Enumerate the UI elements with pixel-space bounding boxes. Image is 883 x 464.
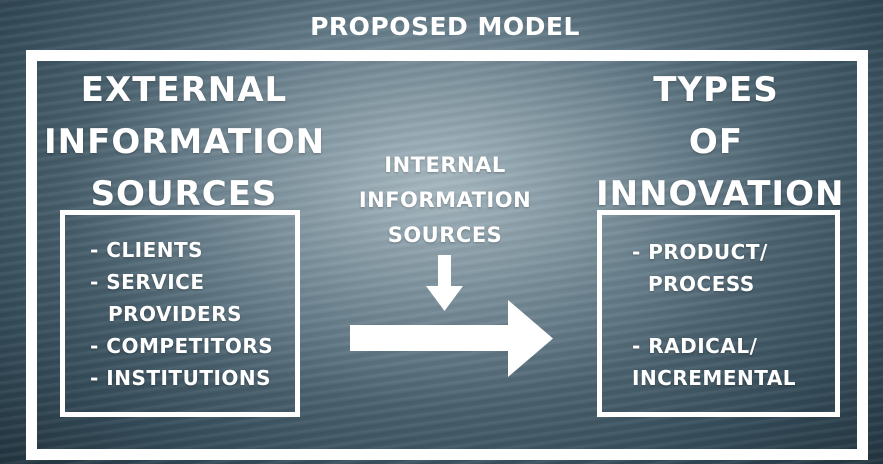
list-item: - INSTITUTIONS — [90, 366, 272, 390]
internal-heading-line: INFORMATION — [358, 188, 532, 212]
model-frame — [26, 50, 868, 460]
external-sources-box — [60, 210, 300, 417]
innovation-types-box — [597, 210, 840, 417]
arrow-down-icon — [426, 255, 463, 311]
list-item: - RADICAL/ — [632, 334, 758, 358]
internal-sources-label: INTERNAL INFORMATION SOURCES — [340, 148, 550, 253]
arrow-right-icon — [350, 300, 553, 377]
external-sources-list: - CLIENTS - SERVICE PROVIDERS - COMPETIT… — [90, 234, 273, 394]
external-heading-line: SOURCES — [90, 174, 278, 214]
types-heading-line: OF — [688, 122, 744, 162]
external-heading: EXTERNAL INFORMATION SOURCES — [44, 64, 324, 220]
diagram-title: PROPOSED MODEL — [310, 12, 580, 41]
internal-heading-line: INTERNAL — [384, 153, 506, 177]
list-item: - COMPETITORS — [90, 334, 274, 358]
list-item: - SERVICE — [90, 270, 205, 294]
external-heading-line: EXTERNAL — [80, 70, 288, 110]
internal-heading-line: SOURCES — [387, 223, 503, 247]
innovation-types-list: - PRODUCT/ PROCESS - RADICAL/ INCREMENTA… — [632, 236, 796, 394]
list-item: PROCESS — [648, 272, 755, 296]
types-heading: TYPES OF INNOVATION — [596, 64, 845, 220]
types-heading-line: INNOVATION — [596, 174, 845, 214]
list-item: - PRODUCT/ — [632, 240, 768, 264]
list-item: - CLIENTS — [90, 238, 204, 262]
types-heading-line: TYPES — [653, 70, 779, 110]
external-heading-line: INFORMATION — [44, 122, 326, 162]
list-item: INCREMENTAL — [632, 366, 797, 390]
list-item: PROVIDERS — [108, 302, 243, 326]
